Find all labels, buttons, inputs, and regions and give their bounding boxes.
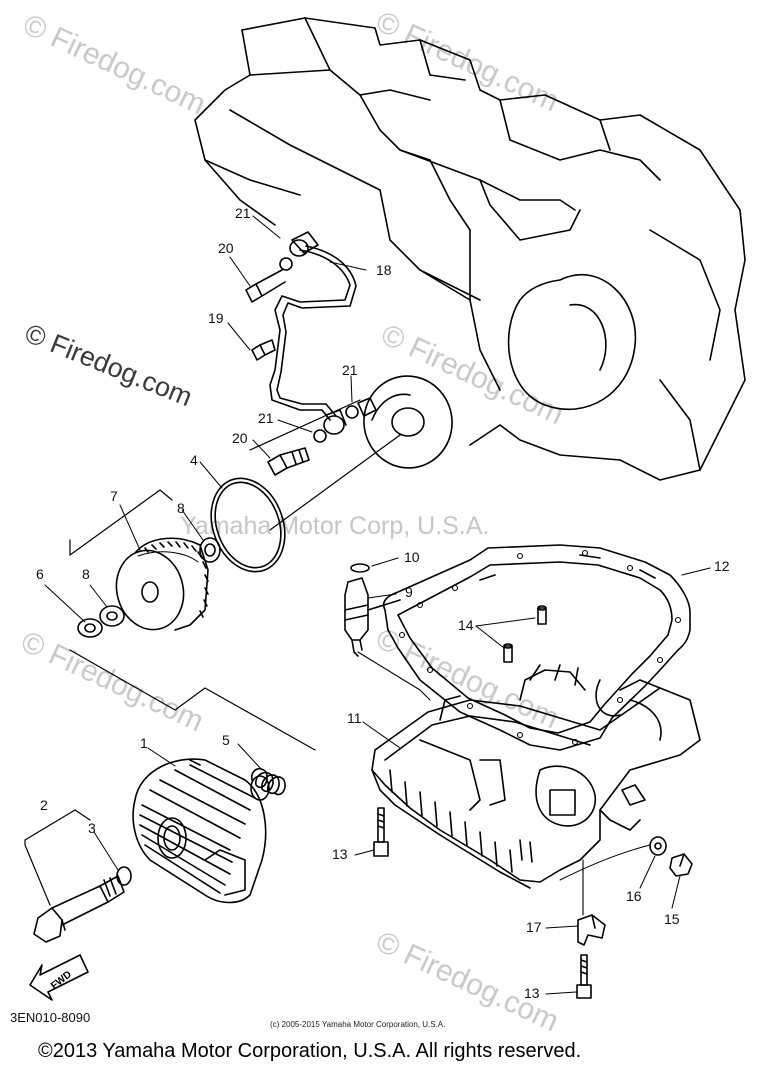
label-14: 14	[458, 617, 474, 633]
spring-5	[250, 768, 286, 801]
watermark-yamaha-corp: Yamaha Motor Corp, U.S.A.	[180, 512, 490, 540]
drain-bolt-15	[669, 853, 693, 877]
o-ring-10	[350, 563, 370, 573]
oil-filter-7	[115, 537, 209, 631]
oil-line-18	[269, 231, 357, 435]
label-16: 16	[626, 888, 642, 904]
o-ring-3	[116, 866, 132, 886]
label-3: 3	[88, 820, 96, 836]
bolt-13-left	[373, 807, 389, 857]
bolt-20-top	[245, 269, 286, 303]
label-13: 13	[332, 846, 348, 862]
label-20: 20	[218, 240, 234, 256]
bracket-17	[577, 914, 606, 946]
oil-pan-11	[371, 664, 701, 889]
small-copyright: (c) 2005-2015 Yamaha Motor Corporation, …	[270, 1020, 446, 1029]
label-4: 4	[190, 452, 198, 468]
label-9: 9	[405, 584, 413, 600]
bolt-13-bottom	[576, 954, 592, 999]
bolt-19	[251, 339, 276, 361]
label-21: 21	[342, 362, 358, 378]
o-ring-4	[210, 477, 286, 573]
label-18: 18	[376, 262, 392, 278]
label-21: 21	[258, 410, 274, 426]
union-bolt-2	[33, 875, 125, 943]
label-11: 11	[347, 710, 362, 726]
label-15: 15	[664, 911, 680, 927]
label-2: 2	[40, 797, 48, 813]
dowel-pins-14	[503, 605, 547, 663]
strainer-9	[344, 577, 401, 657]
fwd-arrow	[29, 954, 89, 1001]
gasket-12	[382, 544, 691, 751]
washer-8	[99, 605, 125, 627]
label-13: 13	[524, 985, 540, 1001]
cooler-mount-disc	[363, 375, 453, 469]
washer-6	[77, 618, 103, 638]
label-19: 19	[208, 310, 224, 326]
label-8: 8	[177, 500, 185, 516]
label-21: 21	[235, 205, 251, 221]
washer-16	[649, 836, 667, 856]
label-5: 5	[222, 732, 230, 748]
label-7: 7	[110, 488, 118, 504]
engine-block	[194, 17, 746, 481]
label-1: 1	[140, 735, 148, 751]
label-17: 17	[526, 919, 542, 935]
label-8: 8	[82, 566, 90, 582]
bolt-20-low	[267, 447, 310, 476]
gasket-holes	[398, 549, 682, 746]
label-12: 12	[714, 558, 730, 574]
leader-lines	[44, 215, 711, 995]
footer-copyright: ©2013 Yamaha Motor Corporation, U.S.A. A…	[38, 1040, 582, 1062]
label-10: 10	[404, 549, 420, 565]
oil-cooler-1	[132, 758, 267, 904]
label-20: 20	[232, 430, 248, 446]
label-6: 6	[36, 566, 44, 582]
document-code: 3EN010-8090	[10, 1010, 91, 1025]
